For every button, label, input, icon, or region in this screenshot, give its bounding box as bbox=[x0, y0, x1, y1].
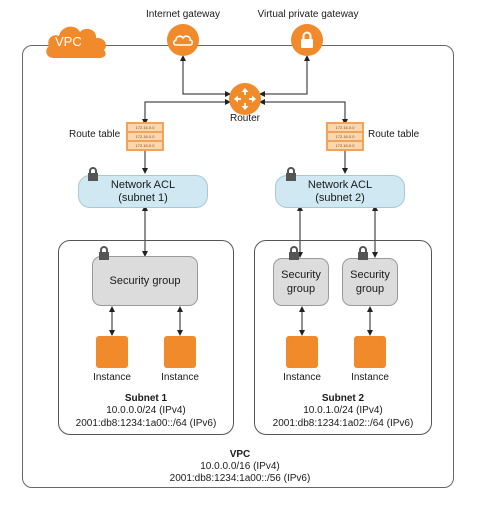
lock-icon bbox=[99, 246, 109, 260]
security-group-label: Security bbox=[281, 269, 321, 281]
acl-title: Network ACL bbox=[307, 178, 373, 191]
ec2-instance-icon bbox=[286, 336, 318, 368]
router-label: Router bbox=[229, 113, 260, 124]
network-acl-subnet-1: Network ACL (subnet 1) bbox=[78, 175, 208, 208]
subnet-1-name: Subnet 1 bbox=[124, 393, 168, 404]
security-group-label: Security bbox=[350, 269, 390, 281]
acl-subtitle: (subnet 1) bbox=[118, 191, 168, 204]
subnet-2-ipv4: 10.0.1.0/24 (IPv4) bbox=[303, 405, 383, 416]
route-table-label-right: Route table bbox=[368, 129, 420, 140]
vpc-boundary bbox=[22, 45, 454, 488]
network-acl-subnet-2: Network ACL (subnet 2) bbox=[275, 175, 405, 208]
vpc-name: VPC bbox=[229, 449, 251, 460]
subnet-2-boundary bbox=[254, 240, 432, 435]
instance-label: Instance bbox=[351, 372, 389, 383]
route-table-row: 172.16.0.0 bbox=[128, 142, 162, 149]
lock-gateway-icon bbox=[291, 24, 323, 56]
security-group-label: group bbox=[355, 283, 385, 295]
route-table-right: 172.16.0.0 172.16.0.0 172.16.0.0 bbox=[326, 122, 364, 151]
security-group-subnet-1: Security group bbox=[92, 256, 198, 306]
route-table-left: 172.16.0.0 172.16.0.0 172.16.0.0 bbox=[126, 122, 164, 151]
subnet-2-ipv6: 2001:db8:1234:1a02::/64 (IPv6) bbox=[272, 418, 414, 429]
instance-label: Instance bbox=[93, 372, 131, 383]
acl-title: Network ACL bbox=[110, 178, 176, 191]
vpc-badge-label: VPC bbox=[55, 34, 82, 49]
lock-icon bbox=[358, 246, 368, 260]
vpc-ipv4: 10.0.0.0/16 (IPv4) bbox=[200, 461, 280, 472]
subnet-1-ipv4: 10.0.0.0/24 (IPv4) bbox=[106, 405, 186, 416]
route-table-row: 172.16.0.0 bbox=[128, 133, 162, 140]
virtual-private-gateway-label: Virtual private gateway bbox=[257, 9, 359, 20]
subnet-1-boundary bbox=[58, 240, 234, 435]
route-table-label-left: Route table bbox=[69, 129, 121, 140]
ec2-instance-icon bbox=[164, 336, 196, 368]
security-group-label: Security group bbox=[109, 275, 181, 287]
ec2-instance-icon bbox=[96, 336, 128, 368]
lock-icon bbox=[286, 167, 296, 181]
instance-label: Instance bbox=[283, 372, 321, 383]
security-group-subnet-2-a: Security group bbox=[273, 258, 329, 306]
vpc-cloud-icon bbox=[46, 26, 107, 58]
lock-icon bbox=[289, 246, 299, 260]
route-table-row: 172.16.0.0 bbox=[128, 124, 162, 131]
subnet-1-ipv6: 2001:db8:1234:1a00::/64 (IPv6) bbox=[75, 418, 217, 429]
ec2-instance-icon bbox=[354, 336, 386, 368]
router-icon bbox=[229, 83, 261, 115]
lock-icon bbox=[88, 167, 98, 181]
security-group-subnet-2-b: Security group bbox=[342, 258, 398, 306]
internet-gateway-label: Internet gateway bbox=[146, 9, 220, 20]
route-table-row: 172.16.0.0 bbox=[328, 133, 362, 140]
internet-gateway-icon bbox=[167, 24, 199, 56]
vpc-ipv6: 2001:db8:1234:1a00::/56 (IPv6) bbox=[169, 473, 311, 484]
instance-label: Instance bbox=[161, 372, 199, 383]
acl-subtitle: (subnet 2) bbox=[315, 191, 365, 204]
route-table-row: 172.16.0.0 bbox=[328, 124, 362, 131]
security-group-label: group bbox=[286, 283, 316, 295]
subnet-2-name: Subnet 2 bbox=[321, 393, 365, 404]
route-table-row: 172.16.0.0 bbox=[328, 142, 362, 149]
